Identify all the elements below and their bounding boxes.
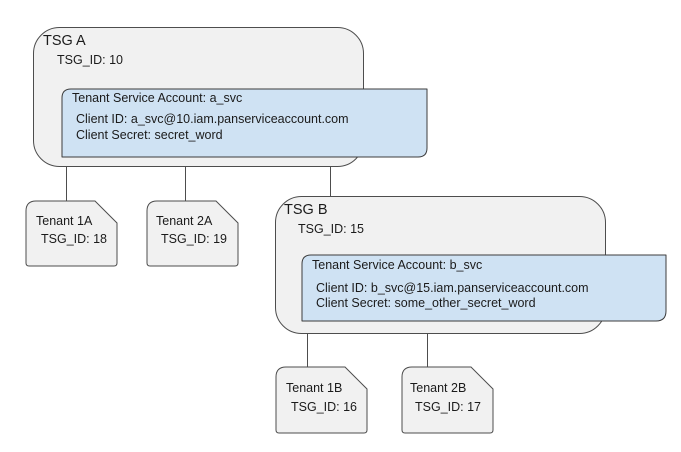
service-account-a-client-id: Client ID: a_svc@10.iam.panserviceaccoun… (76, 112, 349, 126)
tenant-1a-id: TSG_ID: 18 (41, 232, 107, 246)
service-account-b-client-secret: Client Secret: some_other_secret_word (316, 296, 536, 310)
tsg-b-id: TSG_ID: 15 (298, 222, 364, 236)
tsg-a-title: TSG A (43, 33, 86, 49)
service-account-b-client-id: Client ID: b_svc@15.iam.panserviceaccoun… (316, 281, 589, 295)
tsg-b-title: TSG B (284, 202, 328, 218)
tenant-2a-box (146, 200, 239, 267)
tenant-1b-name: Tenant 1B (286, 381, 343, 395)
tenant-1b-id: TSG_ID: 16 (291, 400, 357, 414)
tenant-1a-box (25, 200, 118, 267)
tenant-2a-name: Tenant 2A (156, 214, 213, 228)
tenant-1b-box (275, 366, 368, 434)
service-account-b-title: Tenant Service Account: b_svc (312, 258, 483, 272)
tenant-2b-box (401, 366, 494, 434)
service-account-a-title: Tenant Service Account: a_svc (72, 91, 243, 105)
tenant-2b-id: TSG_ID: 17 (415, 400, 481, 414)
service-account-b-box (301, 254, 667, 322)
service-account-a-client-secret: Client Secret: secret_word (76, 128, 223, 142)
tsg-a-id: TSG_ID: 10 (57, 53, 123, 67)
service-account-a-box (61, 88, 428, 158)
tenant-2a-id: TSG_ID: 19 (161, 232, 227, 246)
tenant-2b-name: Tenant 2B (410, 381, 467, 395)
tenant-1a-name: Tenant 1A (36, 214, 93, 228)
